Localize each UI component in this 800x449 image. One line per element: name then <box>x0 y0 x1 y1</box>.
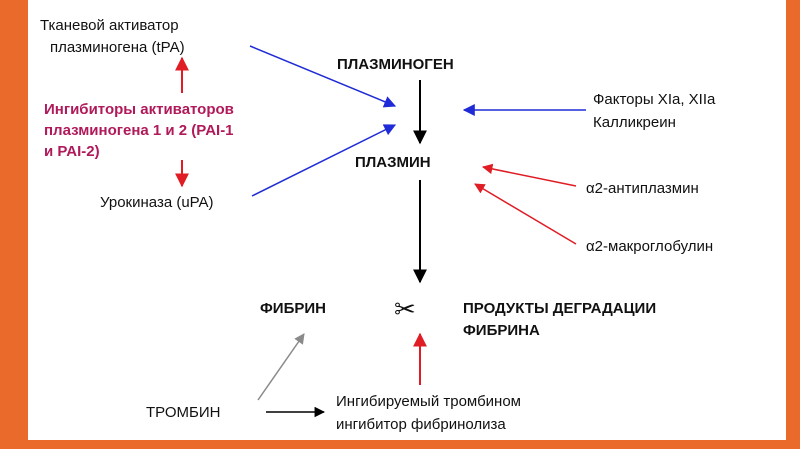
frame-bottom-bar <box>0 440 800 449</box>
arrow-macroglobulin-inhibits <box>474 183 577 245</box>
macroglobulin-label: α2-макроглобулин <box>586 238 713 255</box>
fibrin-label: ФИБРИН <box>260 300 326 317</box>
tpa-label-line1: Тканевой активатор <box>40 17 179 34</box>
tafi-label-line2: ингибитор фибринолиза <box>336 416 506 433</box>
arrow-upa-activates <box>251 124 397 197</box>
plasminogen-label: ПЛАЗМИНОГЕН <box>337 56 454 73</box>
upa-label: Урокиназа (uPA) <box>100 194 214 211</box>
products-label-line1: ПРОДУКТЫ ДЕГРАДАЦИИ <box>463 300 656 317</box>
pai-label-line3: и PAI-2) <box>44 143 100 160</box>
thrombin-label: ТРОМБИН <box>146 404 220 421</box>
frame-left-bar <box>0 0 28 449</box>
products-label-line2: ФИБРИНА <box>463 322 540 339</box>
scissors-icon: ✂ <box>394 294 416 324</box>
tpa-label-line2: плазминогена (tPA) <box>50 39 185 56</box>
arrow-antiplasmin-inhibits <box>481 163 577 187</box>
factors-label-line1: Факторы XIa, XIIa <box>593 91 716 108</box>
antiplasmin-label: α2-антиплазмин <box>586 180 699 197</box>
plasmin-label: ПЛАЗМИН <box>355 154 431 171</box>
arrow-tpa-activates <box>249 45 397 108</box>
pai-label-line1: Ингибиторы активаторов <box>44 101 234 118</box>
arrow-thrombin-to-fibrin <box>257 333 305 401</box>
tafi-label-line1: Ингибируемый тромбином <box>336 393 521 410</box>
frame-right-bar <box>786 0 800 449</box>
factors-label-line2: Калликреин <box>593 114 676 131</box>
pai-label-line2: плазминогена 1 и 2 (PAI-1 <box>44 122 234 139</box>
